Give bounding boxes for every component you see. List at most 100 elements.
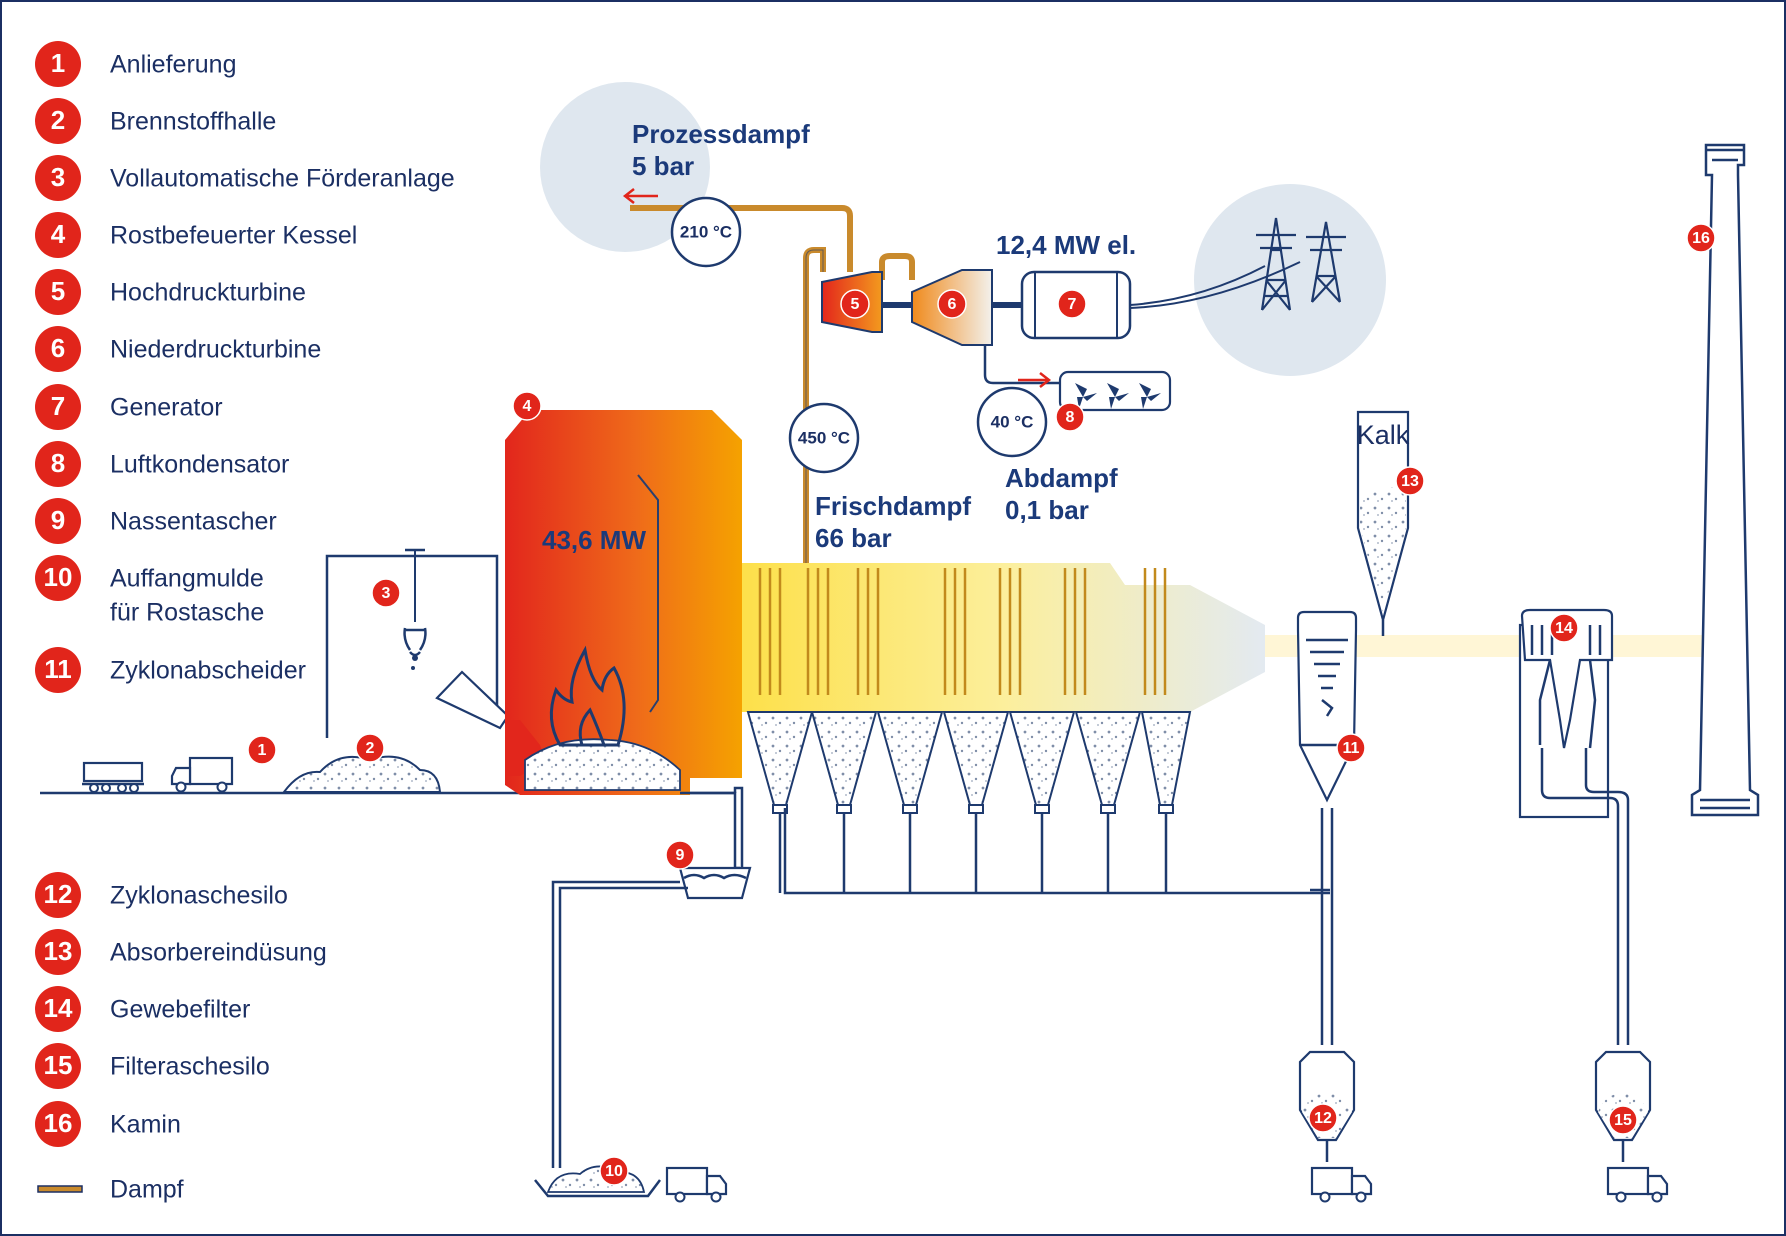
legend-label: Niederdruckturbine (110, 336, 321, 364)
silo-15-truck (1606, 1166, 1669, 1203)
legend-number: 5 (51, 276, 65, 306)
legend-label: Kamin (110, 1111, 181, 1139)
diagram-marker-number: 3 (382, 585, 391, 602)
legend-label: Absorbereindüsung (110, 939, 327, 967)
crossover-pipe (879, 253, 915, 280)
boiler (505, 410, 742, 795)
legend-item-5: 5 Hochdruckturbine (35, 269, 306, 315)
diagram-marker-number: 11 (1343, 740, 1360, 757)
diagram-marker-number: 8 (1066, 409, 1075, 426)
ground-step (733, 786, 744, 793)
legend-label: Anlieferung (110, 51, 236, 79)
exhaust-arrow (1018, 372, 1052, 388)
fresh-steam-label: Frischdampf (815, 491, 971, 521)
legend-label: Auffangmulde (110, 565, 264, 593)
ash-truck (665, 1166, 728, 1203)
lime-label: Kalk (1357, 420, 1410, 450)
legend-number-badge (35, 555, 81, 601)
ash-pile (546, 1165, 646, 1193)
power-lines (1129, 261, 1301, 309)
diagram-marker-9: 9 (665, 840, 695, 870)
legend-label: Filteraschesilo (110, 1053, 270, 1081)
legend-number-badge (35, 41, 81, 87)
filter-ash-pipe (1540, 748, 1630, 1045)
cyclone-vortex-icon (1306, 638, 1348, 717)
process-steam-pressure: 5 bar (632, 151, 694, 181)
diagram-marker-5: 5 (840, 289, 870, 319)
diagram-marker-number: 16 (1692, 230, 1710, 247)
boiler-power-label: 43,6 MW (542, 525, 646, 555)
temp-40-badge (976, 386, 1048, 458)
temp-450-badge (788, 402, 860, 474)
legend-number: 12 (44, 879, 73, 909)
legend-number: 14 (44, 993, 73, 1023)
legend-number: 4 (51, 219, 66, 249)
diagram-marker-4: 4 (512, 391, 542, 421)
legend-label: Zyklonaschesilo (110, 882, 288, 910)
legend-steam-label: Dampf (110, 1176, 184, 1204)
fuel-hall-outline (325, 554, 499, 738)
diagram-marker-number: 2 (366, 740, 375, 757)
legend-label: Generator (110, 394, 223, 422)
fresh-steam-pressure: 66 bar (815, 523, 892, 553)
legend-number: 13 (44, 936, 73, 966)
ash-conveyor (551, 880, 688, 1168)
legend-number: 8 (51, 448, 65, 478)
diagram-marker-6: 6 (937, 289, 967, 319)
legend-item-12: 12 Zyklonaschesilo (35, 872, 288, 918)
legend-item-4: 4 Rostbefeuerter Kessel (35, 212, 357, 258)
legend-number-badge (35, 326, 81, 372)
diagram-marker-number: 15 (1614, 1112, 1632, 1129)
ash-hoppers (746, 711, 1192, 893)
legend-number-badge (35, 98, 81, 144)
legend-label: Luftkondensator (110, 451, 289, 479)
temp-210-badge (670, 196, 742, 268)
legend-label: Rostbefeuerter Kessel (110, 222, 357, 250)
diagram-marker-10: 10 (599, 1156, 629, 1186)
legend-number-badge (35, 155, 81, 201)
diagram-marker-1: 1 (247, 735, 277, 765)
legend-label: Hochdruckturbine (110, 279, 306, 307)
crane-grab-icon (403, 627, 427, 657)
heat-exchanger-duct (742, 563, 1265, 712)
diagram-marker-15: 15 (1608, 1105, 1638, 1135)
delivery-train (82, 761, 144, 793)
legend-number: 9 (51, 505, 65, 535)
diagram-marker-number: 9 (676, 847, 685, 864)
grate-fuel-bed (524, 738, 681, 791)
ash-collector-pipe (783, 808, 1330, 895)
exhaust-steam-label: Abdampf (1005, 463, 1118, 493)
legend-number-badge (35, 1101, 81, 1147)
diagram-marker-number: 13 (1401, 473, 1419, 490)
flame-icon (549, 645, 626, 747)
temp-210-label: 210 °C (680, 222, 732, 241)
legend-number-badge (35, 872, 81, 918)
legend-label: Nassentascher (110, 508, 277, 536)
temp-40-label: 40 °C (991, 412, 1034, 431)
legend-number-badge (35, 384, 81, 430)
diagram-marker-number: 14 (1555, 620, 1573, 637)
legend-steam: Dampf (37, 1176, 184, 1204)
legend-number: 2 (51, 105, 65, 135)
legend-item-2: 2 Brennstoffhalle (35, 98, 276, 144)
legend-number-badge (35, 647, 81, 693)
fan-icon (1075, 383, 1161, 409)
heat-exchanger-tubes (758, 568, 1167, 695)
legend-label: Brennstoffhalle (110, 108, 276, 136)
diagram-marker-number: 1 (258, 742, 267, 759)
diagram-marker-8: 8 (1055, 402, 1085, 432)
diagram-marker-number: 4 (523, 398, 532, 415)
legend-item-9: 9 Nassentascher (35, 498, 277, 544)
steam-line-swatch (37, 1185, 83, 1193)
legend-number-badge (35, 212, 81, 258)
legend-number: 1 (51, 48, 65, 78)
legend-item-13: 13 Absorbereindüsung (35, 929, 327, 975)
diagram-marker-number: 6 (948, 296, 957, 313)
